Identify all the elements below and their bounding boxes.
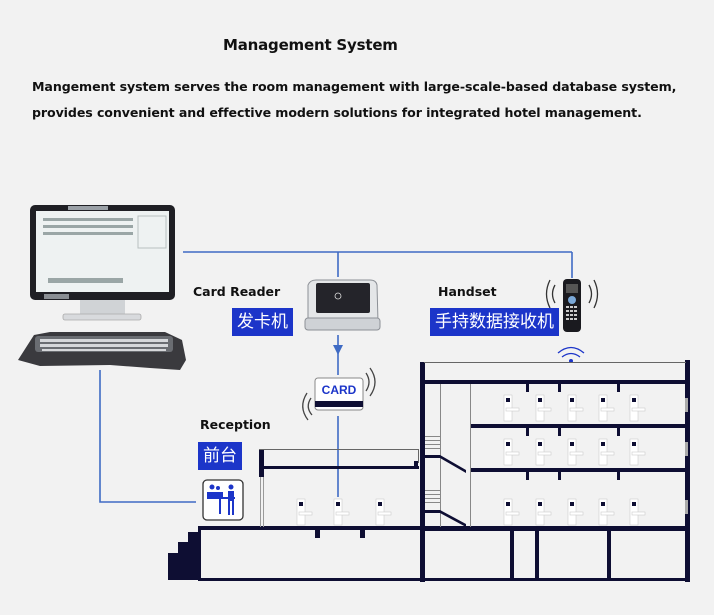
door-lock-icon bbox=[567, 394, 584, 422]
door-lock-icon bbox=[567, 438, 584, 466]
door-lock-icon bbox=[598, 394, 615, 422]
reception-label-cn: 前台 bbox=[198, 442, 242, 470]
computer-icon bbox=[18, 205, 186, 370]
door-lock-icon bbox=[629, 438, 646, 466]
door-lock-icon bbox=[503, 498, 520, 526]
arrow-down-icon bbox=[333, 345, 343, 355]
door-lock-icon bbox=[598, 498, 615, 526]
door-lock-icon bbox=[535, 498, 552, 526]
door-locks bbox=[296, 394, 646, 526]
door-lock-icon bbox=[503, 394, 520, 422]
page-title: Management System bbox=[223, 36, 398, 54]
door-lock-icon bbox=[567, 498, 584, 526]
wifi-icon bbox=[557, 346, 585, 363]
reception-label: Reception bbox=[200, 417, 271, 432]
description: Mangement system serves the room managem… bbox=[32, 74, 676, 126]
card-reader-label: Card Reader bbox=[193, 284, 281, 299]
door-lock-icon bbox=[333, 498, 350, 526]
description-line-1: Mangement system serves the room managem… bbox=[32, 79, 677, 94]
door-lock-icon bbox=[535, 438, 552, 466]
handset-device-icon bbox=[545, 279, 599, 332]
door-lock-icon bbox=[629, 394, 646, 422]
handset-label-cn: 手持数据接收机 bbox=[430, 308, 559, 336]
building-cross-section bbox=[168, 360, 690, 582]
door-lock-icon bbox=[296, 498, 313, 526]
door-lock-icon bbox=[375, 498, 392, 526]
card-reader-device-icon bbox=[304, 279, 381, 331]
door-lock-icon bbox=[503, 438, 520, 466]
reception-connector bbox=[99, 370, 196, 503]
door-lock-icon bbox=[629, 498, 646, 526]
description-line-2: provides convenient and effective modern… bbox=[32, 105, 642, 120]
reception-desk-icon bbox=[202, 479, 244, 521]
card-reader-label-cn: 发卡机 bbox=[232, 308, 293, 336]
door-lock-icon bbox=[598, 438, 615, 466]
entrance-stairs bbox=[168, 532, 198, 580]
handset-label: Handset bbox=[438, 284, 497, 299]
card-text: CARD bbox=[322, 383, 357, 397]
card-icon: CARD bbox=[302, 367, 376, 421]
door-lock-icon bbox=[535, 394, 552, 422]
